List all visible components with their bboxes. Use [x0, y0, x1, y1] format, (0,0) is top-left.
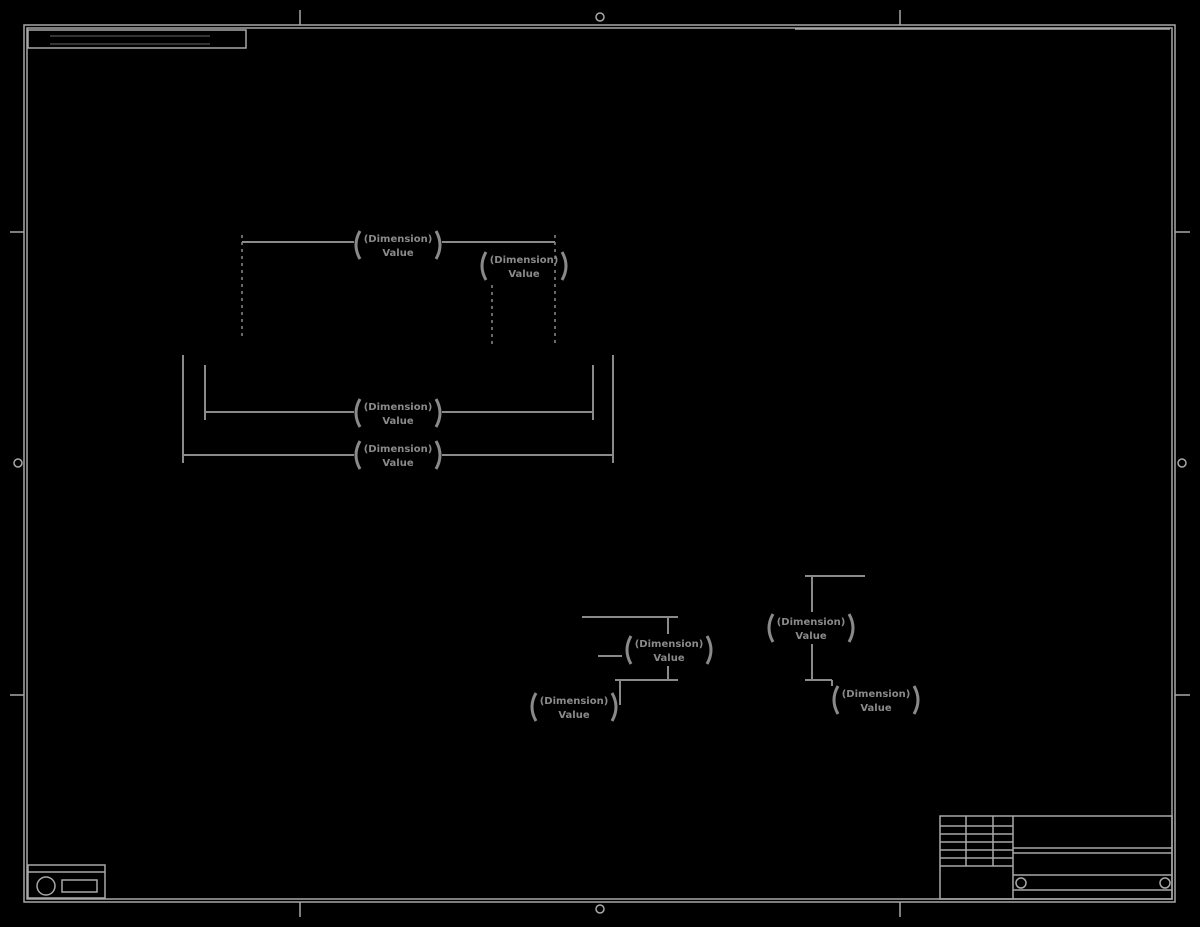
- dimension-label: (Dimension) Value: [480, 251, 568, 281]
- svg-text:Value: Value: [558, 710, 589, 721]
- svg-text:Value: Value: [382, 416, 413, 427]
- sheet-border: [10, 10, 1190, 917]
- dimension-label: (Dimension) Value: [767, 613, 855, 643]
- dimension-label: (Dimension) Value: [354, 230, 442, 260]
- svg-text:Value: Value: [508, 269, 539, 280]
- dimension-label: (Dimension) Value: [354, 398, 442, 428]
- dimension-label: (Dimension) Value: [354, 440, 442, 470]
- svg-text:(Dimension): (Dimension): [364, 444, 433, 455]
- svg-text:(Dimension): (Dimension): [490, 255, 559, 266]
- svg-text:(Dimension): (Dimension): [540, 696, 609, 707]
- svg-text:Value: Value: [382, 458, 413, 469]
- svg-text:Value: Value: [653, 653, 684, 664]
- svg-text:(Dimension): (Dimension): [842, 689, 911, 700]
- dimension-group-top: [182, 235, 614, 463]
- revision-label-box: [27, 29, 247, 49]
- svg-text:Value: Value: [795, 631, 826, 642]
- svg-text:Value: Value: [860, 703, 891, 714]
- title-block: [939, 815, 1173, 900]
- svg-text:(Dimension): (Dimension): [635, 639, 704, 650]
- dimension-label: (Dimension) Value: [625, 635, 713, 665]
- dimension-label: (Dimension) Value: [832, 685, 920, 715]
- projection-symbol-box: [27, 864, 106, 899]
- svg-text:(Dimension): (Dimension): [777, 617, 846, 628]
- svg-text:(Dimension): (Dimension): [364, 234, 433, 245]
- dimension-label: (Dimension) Value: [530, 692, 618, 722]
- svg-text:Value: Value: [382, 248, 413, 259]
- dimension-group-bottom: [582, 575, 865, 705]
- svg-text:(Dimension): (Dimension): [364, 402, 433, 413]
